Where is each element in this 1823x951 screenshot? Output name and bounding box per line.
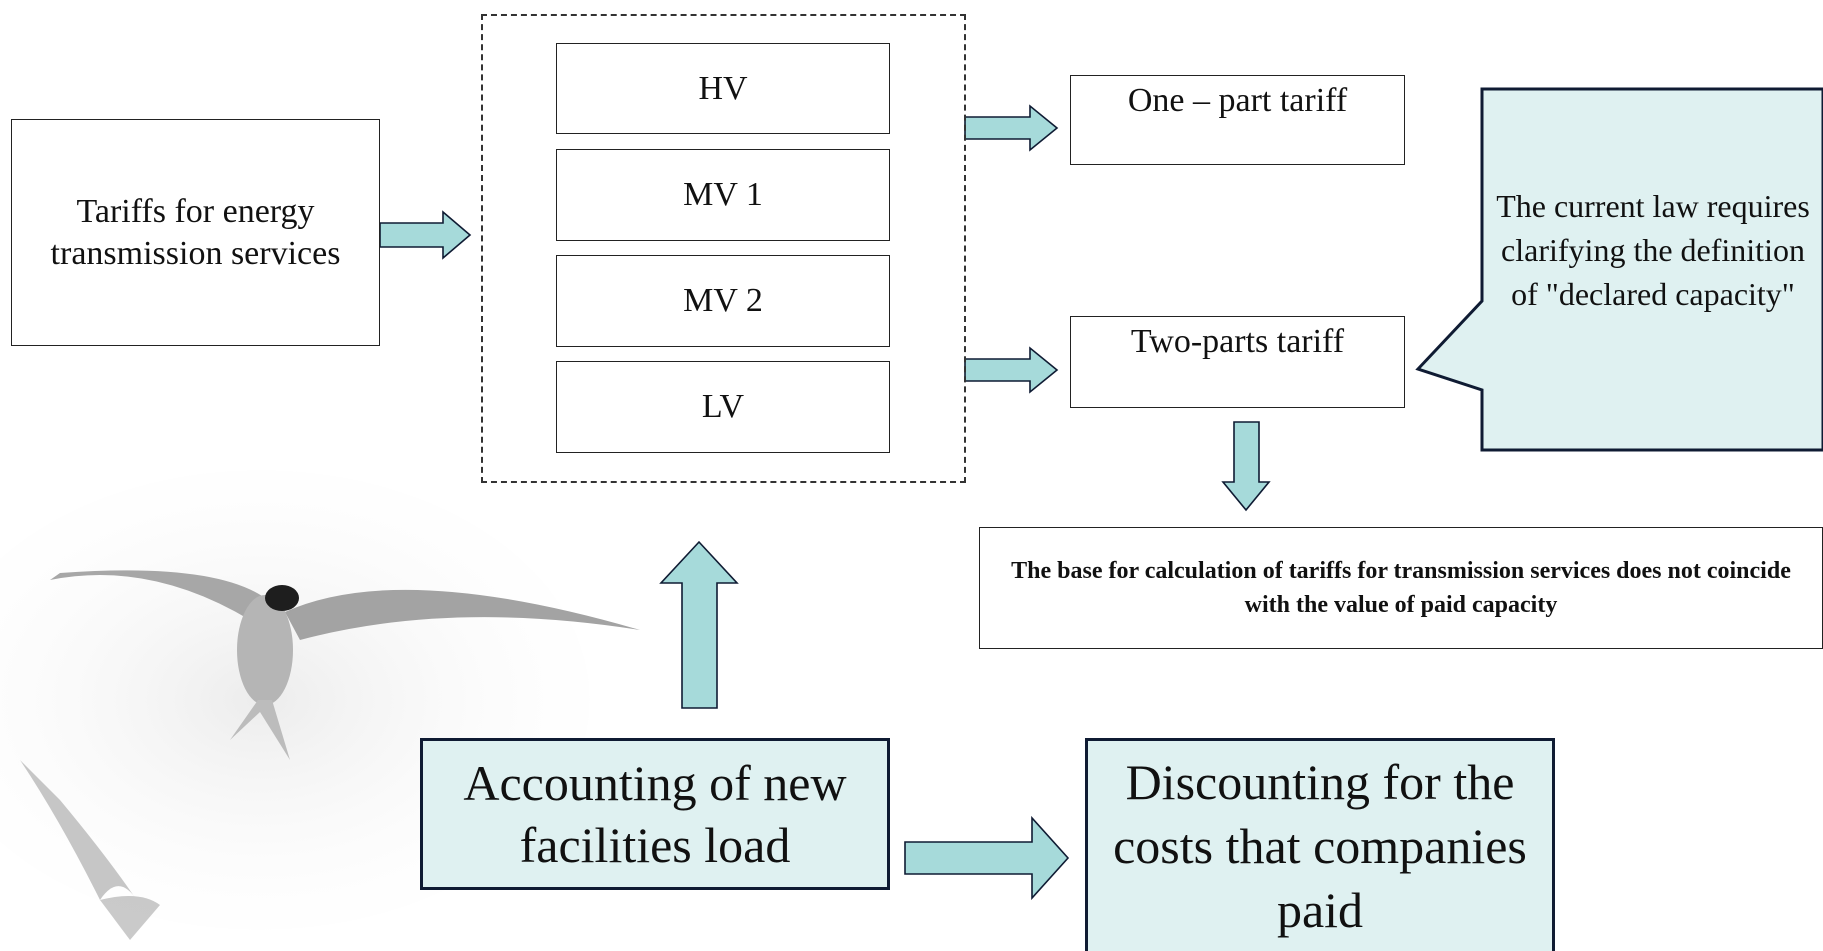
tariffs-box-label: Tariffs for energy transmission services bbox=[50, 192, 341, 272]
two-parts-tariff-box: Two-parts tariff bbox=[1070, 316, 1405, 408]
discounting-box: Discounting for the costs that companies… bbox=[1085, 738, 1555, 951]
accounting-label: Accounting of new facilities load bbox=[463, 755, 847, 873]
voltage-level-label: MV 2 bbox=[683, 282, 763, 319]
one-part-tariff-box: One – part tariff bbox=[1070, 75, 1405, 165]
discounting-label: Discounting for the costs that companies… bbox=[1113, 754, 1527, 938]
base-calculation-box: The base for calculation of tariffs for … bbox=[979, 527, 1823, 649]
voltage-level-hv: HV bbox=[556, 43, 890, 134]
arrow-right-icon bbox=[904, 815, 1070, 901]
voltage-level-mv2: MV 2 bbox=[556, 255, 890, 347]
tern-bird-icon bbox=[50, 570, 640, 760]
arrow-up-icon bbox=[659, 540, 739, 709]
base-calculation-label: The base for calculation of tariffs for … bbox=[1011, 558, 1791, 618]
arrow-right-icon bbox=[379, 210, 472, 260]
accounting-box: Accounting of new facilities load bbox=[420, 738, 890, 890]
two-parts-tariff-label: Two-parts tariff bbox=[1130, 323, 1345, 360]
voltage-level-lv: LV bbox=[556, 361, 890, 453]
tariffs-box: Tariffs for energy transmission services bbox=[11, 119, 380, 346]
callout-label: The current law requires clarifying the … bbox=[1496, 188, 1810, 312]
callout-text: The current law requires clarifying the … bbox=[1486, 184, 1820, 316]
arrow-right-icon bbox=[964, 346, 1059, 394]
voltage-level-mv1: MV 1 bbox=[556, 149, 890, 241]
voltage-level-label: MV 1 bbox=[683, 176, 763, 213]
voltage-level-group bbox=[481, 14, 966, 483]
arrow-down-icon bbox=[1221, 421, 1271, 512]
tern-bird-icon-small bbox=[20, 760, 160, 940]
one-part-tariff-label: One – part tariff bbox=[1127, 82, 1348, 119]
voltage-level-label: HV bbox=[698, 69, 748, 107]
voltage-level-label: LV bbox=[701, 388, 745, 425]
arrow-right-icon bbox=[964, 104, 1059, 152]
